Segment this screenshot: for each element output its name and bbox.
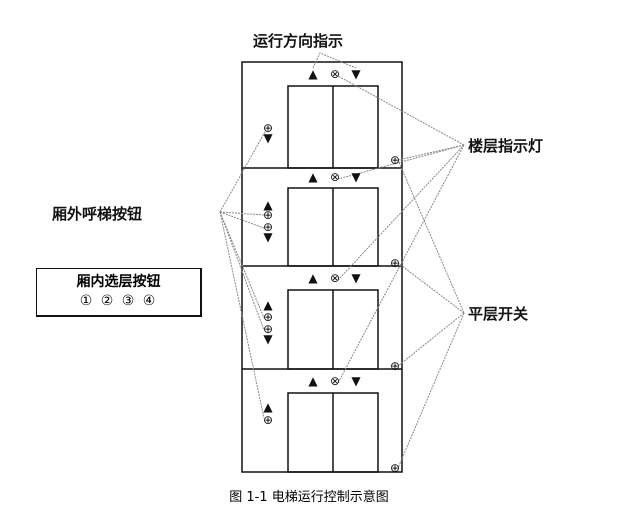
up-arrow-icon: ▲ xyxy=(263,298,273,312)
car-buttons-box: 厢内选层按钮 ① ② ③ ④ xyxy=(36,268,202,317)
hall-call-buttons-label: 厢外呼梯按钮 xyxy=(52,205,143,223)
up-arrow-icon: ▲ xyxy=(308,67,318,81)
car-button-3: ③ xyxy=(121,293,137,309)
hall-call-button-icon: ⊕ xyxy=(263,310,273,324)
floor-indicator-lamp-icon: ⊗ xyxy=(330,271,340,285)
leveling-switch-icon: ⊕ xyxy=(390,359,400,373)
hall-call-button-icon: ⊕ xyxy=(263,322,273,336)
direction-indicator-label: 运行方向指示 xyxy=(253,32,344,50)
car-buttons-row: ① ② ③ ④ xyxy=(37,293,200,309)
up-arrow-icon: ▲ xyxy=(308,170,318,184)
figure-caption: 图 1-1 电梯运行控制示意图 xyxy=(229,490,389,505)
leveling-switch-icon: ⊕ xyxy=(390,461,400,475)
car-button-4: ④ xyxy=(142,293,158,309)
floor-indicator-label: 楼层指示灯 xyxy=(468,137,544,155)
car-button-2: ② xyxy=(100,293,116,309)
up-arrow-icon: ▲ xyxy=(263,400,273,414)
car-button-1: ① xyxy=(79,293,95,309)
floor-indicator-lamp-icon: ⊗ xyxy=(330,170,340,184)
up-arrow-icon: ▲ xyxy=(308,271,318,285)
leveling-switch-icon: ⊕ xyxy=(390,153,400,167)
down-arrow-icon: ▼ xyxy=(351,271,361,285)
up-arrow-icon: ▲ xyxy=(263,198,273,212)
shaft xyxy=(241,61,403,473)
hall-call-button-icon: ⊕ xyxy=(263,413,273,427)
down-arrow-icon: ▼ xyxy=(351,374,361,388)
leveling-switch-label: 平层开关 xyxy=(468,305,529,323)
floor-indicator-lamp-icon: ⊗ xyxy=(330,67,340,81)
down-arrow-icon: ▼ xyxy=(263,131,273,145)
down-arrow-icon: ▼ xyxy=(263,332,273,346)
up-arrow-icon: ▲ xyxy=(308,374,318,388)
down-arrow-icon: ▼ xyxy=(351,67,361,81)
hall-call-button-icon: ⊕ xyxy=(263,121,273,135)
down-arrow-icon: ▼ xyxy=(263,230,273,244)
hall-call-button-icon: ⊕ xyxy=(263,220,273,234)
floor-indicator-lamp-icon: ⊗ xyxy=(330,374,340,388)
down-arrow-icon: ▼ xyxy=(351,170,361,184)
hall-call-button-icon: ⊕ xyxy=(263,208,273,222)
leveling-switch-icon: ⊕ xyxy=(390,256,400,270)
car-buttons-title: 厢内选层按钮 xyxy=(76,274,161,290)
